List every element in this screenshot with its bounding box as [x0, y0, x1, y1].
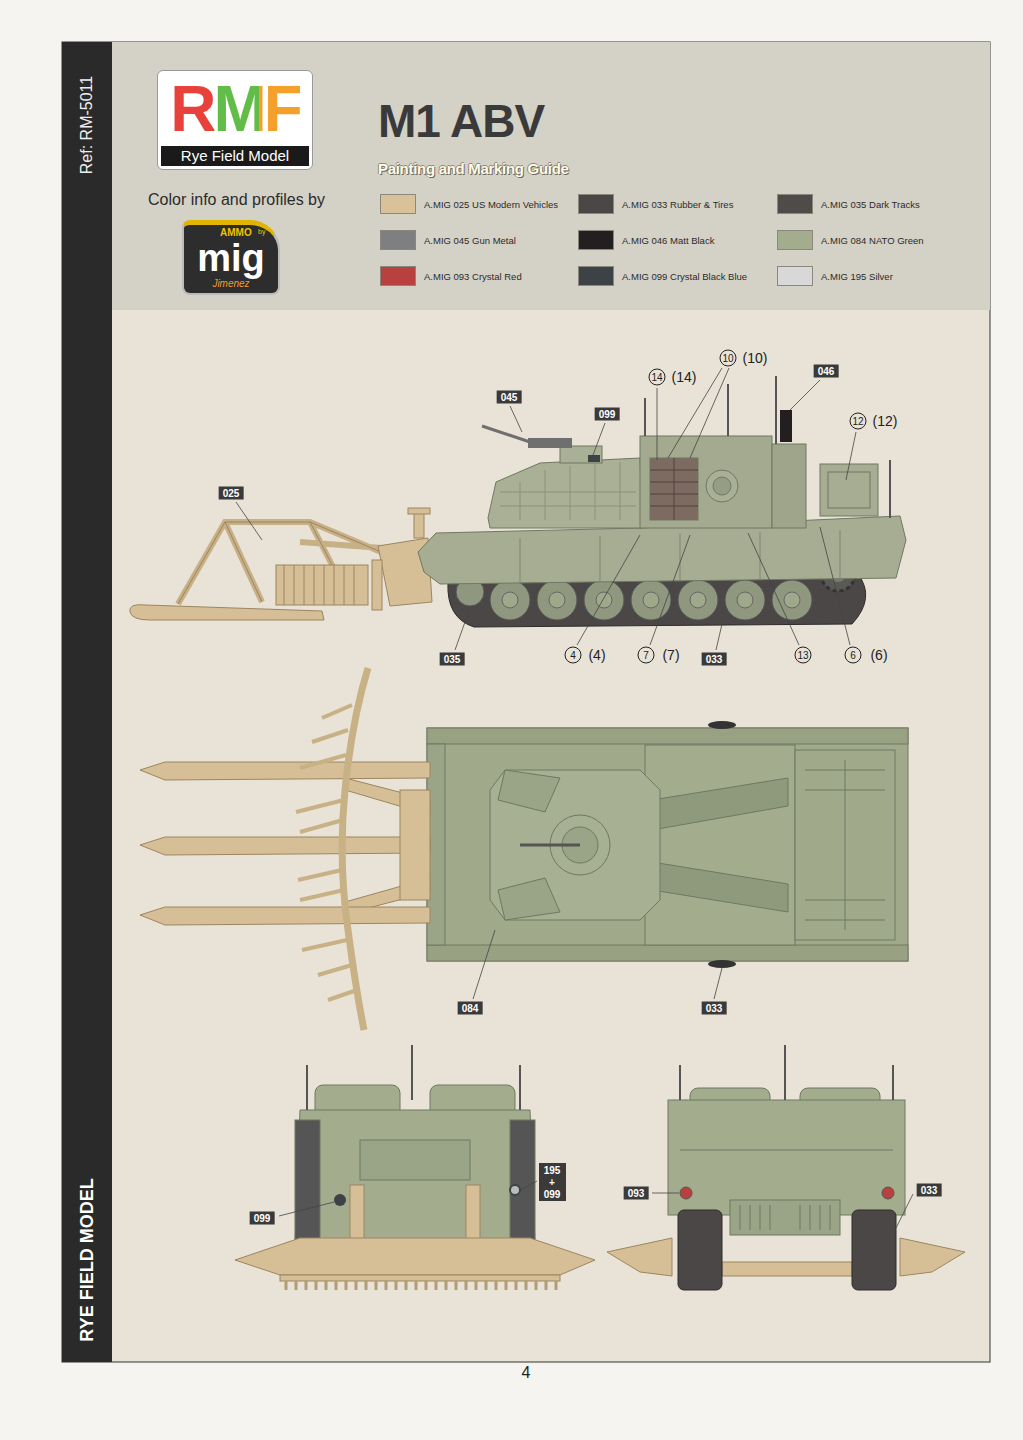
- side-band: Ref: RM-5011RYE FIELD MODEL: [62, 42, 112, 1362]
- legend-text: A.MIG 035 Dark Tracks: [821, 199, 920, 210]
- legend-text: A.MIG 025 US Modern Vehicles: [424, 199, 558, 210]
- brand-logo: RMF Rye Field Model: [157, 70, 313, 170]
- decal-number: 14: [649, 369, 666, 386]
- brand-vertical: RYE FIELD MODEL: [78, 1178, 96, 1341]
- color-swatch: [777, 266, 813, 286]
- legend-text: A.MIG 033 Rubber & Tires: [622, 199, 733, 210]
- legend-text: A.MIG 045 Gun Metal: [424, 235, 516, 246]
- legend-text: A.MIG 195 Silver: [821, 271, 893, 282]
- color-callout: 046: [814, 365, 839, 378]
- caption-text: Color info and profiles by: [148, 190, 325, 209]
- color-callout: 035: [440, 653, 465, 666]
- caption-text: Painting and Marking Guide: [378, 160, 569, 178]
- color-callout: 033: [702, 1002, 727, 1015]
- legend-text: A.MIG 093 Crystal Red: [424, 271, 522, 282]
- sponsor-by: by: [258, 228, 265, 235]
- decal-number: 12: [850, 413, 867, 430]
- color-callout: 025: [219, 487, 244, 500]
- color-swatch: [380, 266, 416, 286]
- color-callout: 099: [250, 1212, 275, 1225]
- color-swatch: [578, 266, 614, 286]
- page-number: 4: [522, 1365, 531, 1381]
- decal-number: 4: [565, 647, 582, 664]
- color-callout: 099: [544, 1189, 561, 1200]
- decal-number: (10): [743, 351, 768, 365]
- color-callout: 033: [917, 1184, 942, 1197]
- reference-code: Ref: RM-5011: [79, 76, 95, 174]
- color-swatch: [777, 230, 813, 250]
- color-callout: 084: [458, 1002, 483, 1015]
- color-swatch: [777, 194, 813, 214]
- color-callout: 099: [595, 408, 620, 421]
- color-callout: 093: [624, 1187, 649, 1200]
- legend-text: A.MIG 084 NATO Green: [821, 235, 924, 246]
- color-swatch: [380, 230, 416, 250]
- decal-number: 6: [845, 647, 862, 664]
- brand-name: Rye Field Model: [161, 146, 309, 166]
- decal-number: 13: [795, 647, 812, 664]
- color-swatch: [380, 194, 416, 214]
- brand-letters: RMF: [170, 77, 300, 141]
- decal-number: 10: [720, 350, 737, 367]
- color-callout: 045: [497, 391, 522, 404]
- sponsor-name: mig: [197, 239, 265, 277]
- sponsor-logo: AMMO by migJimenez: [182, 220, 280, 295]
- legend-text: A.MIG 046 Matt Black: [622, 235, 714, 246]
- decal-number: (6): [870, 648, 887, 662]
- decal-number: (14): [672, 370, 697, 384]
- sponsor-sub: Jimenez: [212, 279, 249, 289]
- color-swatch: [578, 230, 614, 250]
- color-callout: 195: [544, 1165, 561, 1176]
- decal-number: (7): [662, 648, 679, 662]
- color-callout: 033: [702, 653, 727, 666]
- legend-text: A.MIG 099 Crystal Black Blue: [622, 271, 747, 282]
- decal-number: (4): [588, 648, 605, 662]
- decal-number: 7: [638, 647, 655, 664]
- color-callout: +: [549, 1177, 555, 1188]
- color-swatch: [578, 194, 614, 214]
- decal-number: (12): [873, 414, 898, 428]
- page-title: M1 ABV: [378, 98, 544, 144]
- sponsor-word: AMMO: [220, 228, 252, 238]
